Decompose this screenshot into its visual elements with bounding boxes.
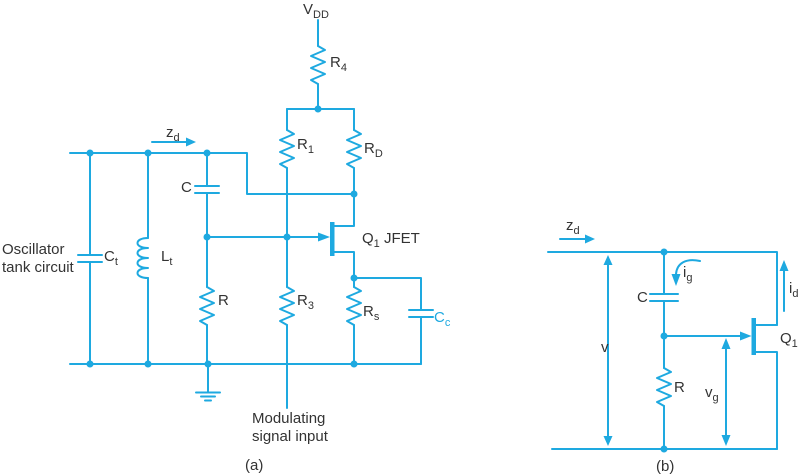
inductor-lt [138, 153, 149, 364]
resistor-r4 [311, 20, 325, 109]
label-ig: ig [683, 264, 693, 284]
label-lt: Lt [161, 248, 173, 268]
resistor-r3 [280, 237, 294, 408]
junction-dots-b [660, 248, 668, 453]
zd-arrow [152, 137, 196, 147]
gate-arrow-b [664, 331, 752, 341]
resistor-r-b [657, 336, 671, 449]
jfet-q1 [330, 194, 354, 278]
junction-dots [86, 105, 358, 368]
figure-a [70, 20, 433, 408]
label-r-b: R [674, 379, 685, 396]
label-ct: Ct [104, 248, 118, 268]
figure-b [548, 234, 789, 453]
label-rs: Rs [363, 303, 380, 323]
resistor-rd [347, 109, 361, 194]
label-c-b: C [637, 289, 648, 306]
ig-arrow [671, 260, 701, 286]
capacitor-c [195, 153, 219, 237]
id-arrow [779, 260, 789, 311]
label-zd-b: zd [566, 217, 580, 237]
label-r-a: R [218, 292, 229, 309]
label-vg: vg [705, 384, 719, 404]
label-zd-a: zd [166, 124, 180, 144]
capacitor-c-b [650, 252, 678, 336]
gate-arrow [207, 232, 330, 242]
label-r3: R3 [297, 292, 314, 312]
label-cc: Cc [434, 309, 451, 329]
v-arrow [603, 255, 613, 446]
wire [548, 252, 777, 325]
label-q1-b: Q1 [780, 330, 798, 350]
label-id: id [789, 280, 799, 300]
capacitor-cc [354, 278, 433, 364]
ground-icon [196, 364, 220, 401]
zd-arrow-b [560, 234, 595, 244]
resistor-r1 [280, 109, 294, 237]
label-r4: R4 [330, 54, 347, 74]
capacitor-ct [78, 153, 102, 364]
label-rd: RD [364, 140, 383, 160]
caption-a: (a) [245, 457, 264, 474]
label-c-a: C [181, 179, 192, 196]
wire [70, 153, 354, 194]
label-vdd: VDD [303, 1, 329, 21]
label-q1-jfet: Q1 JFET [362, 230, 420, 250]
resistor-r [200, 237, 214, 364]
caption-b: (b) [656, 458, 675, 475]
label-r1: R1 [297, 136, 314, 156]
vg-arrow [721, 338, 731, 446]
resistor-rs [347, 278, 361, 364]
label-v: v [601, 339, 609, 356]
jfet-q1-b [751, 318, 778, 449]
